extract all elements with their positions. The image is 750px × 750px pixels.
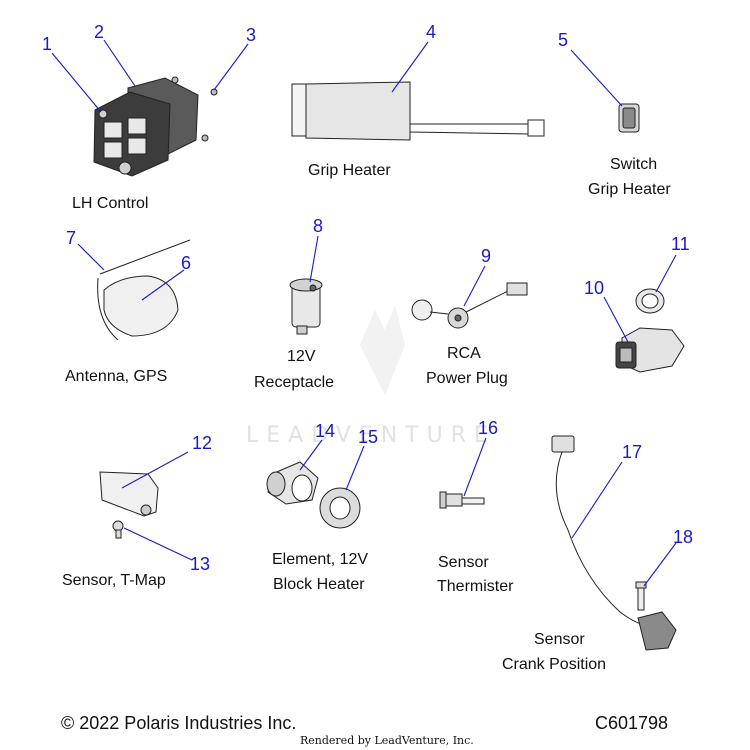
switch-grip-heater-illustration [618, 103, 640, 133]
leader-9 [463, 265, 486, 307]
leader-10 [603, 296, 629, 343]
caption-switch-grip-heater-1: Switch [610, 156, 657, 173]
caption-switch-grip-heater-2: Grip Heater [588, 181, 671, 198]
block-heater-element-illustration [266, 461, 319, 505]
caption-sensor-thermister-1: Sensor [438, 554, 489, 571]
leader-1 [51, 52, 102, 113]
callout-13: 13 [190, 554, 210, 574]
sensor-thermister-illustration [439, 491, 485, 509]
diagram-code: C601798 [595, 713, 668, 733]
crank-sensor-bolt-illustration [635, 581, 647, 611]
leader-17 [571, 461, 623, 539]
lh-control-illustration [93, 76, 218, 177]
caption-sensor-thermister-2: Thermister [437, 578, 514, 595]
callout-7: 7 [66, 228, 76, 248]
caption-lh-control: LH Control [72, 195, 148, 212]
leader-8 [309, 235, 319, 283]
callout-11: 11 [671, 234, 690, 254]
leader-2 [103, 39, 136, 87]
caption-receptacle-12v-1: 12V [287, 348, 316, 365]
callout-3: 3 [246, 25, 256, 45]
leader-7 [77, 243, 105, 271]
callout-9: 9 [481, 246, 491, 266]
copyright-text: © 2022 Polaris Industries Inc. [61, 713, 296, 733]
watermark-logo [360, 305, 405, 395]
callout-1: 1 [42, 34, 52, 54]
leader-12 [121, 451, 189, 489]
leader-18 [643, 542, 677, 587]
caption-sensor-tmap: Sensor, T-Map [62, 572, 166, 589]
caption-rca-power-plug-1: RCA [447, 345, 481, 362]
callout-2: 2 [94, 22, 104, 42]
rendered-by-text: Rendered by LeadVenture, Inc. [300, 734, 474, 747]
caption-grip-heater: Grip Heater [308, 162, 391, 179]
leader-14 [299, 439, 323, 471]
callout-12: 12 [192, 433, 212, 453]
callout-6: 6 [181, 253, 191, 273]
callout-14: 14 [315, 421, 335, 441]
callout-5: 5 [558, 30, 568, 50]
sealing-ring-illustration [635, 288, 665, 314]
caption-element-block-heater-2: Block Heater [273, 576, 365, 593]
leader-13 [123, 527, 193, 561]
receptacle-12v-illustration [289, 278, 323, 335]
callout-18: 18 [673, 527, 693, 547]
rca-power-plug-illustration [411, 282, 528, 329]
caption-sensor-crank-position-2: Crank Position [502, 656, 606, 673]
callout-10: 10 [584, 278, 604, 298]
antenna-gps-illustration [97, 239, 191, 341]
leader-4 [391, 41, 429, 93]
callout-17: 17 [622, 442, 642, 462]
crank-position-sensor-illustration [551, 435, 677, 651]
caption-element-block-heater-1: Element, 12V [272, 551, 368, 568]
callout-4: 4 [426, 22, 436, 42]
callout-15: 15 [358, 427, 378, 447]
callout-8: 8 [313, 216, 323, 236]
block-heater-seal-illustration [319, 487, 361, 529]
leader-5 [570, 49, 623, 107]
leader-15 [345, 445, 365, 491]
leader-16 [463, 437, 487, 497]
sensor-tmap-illustration [99, 471, 159, 539]
watermark-text: LEADVENTURE [246, 423, 496, 448]
grip-heater-illustration [291, 81, 545, 141]
caption-sensor-crank-position-1: Sensor [534, 631, 585, 648]
caption-receptacle-12v-2: Receptacle [254, 374, 334, 391]
ignition-switch-illustration [615, 327, 685, 373]
leader-6 [141, 269, 185, 301]
leader-3 [213, 43, 249, 91]
caption-rca-power-plug-2: Power Plug [426, 370, 508, 387]
leader-11 [655, 254, 677, 293]
callout-16: 16 [478, 418, 498, 438]
caption-antenna-gps: Antenna, GPS [65, 368, 167, 385]
